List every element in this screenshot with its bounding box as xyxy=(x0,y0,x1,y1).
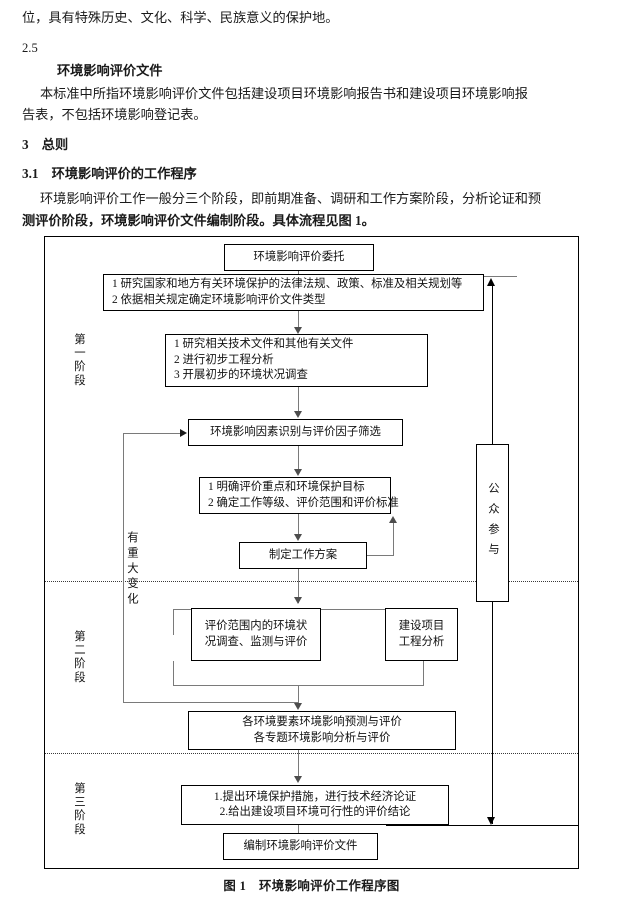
node-line: 各专题环境影响分析与评价 xyxy=(253,731,391,744)
edge-n6-split-line xyxy=(298,569,299,603)
pp-vertical-upper xyxy=(492,284,493,445)
section-body-line-1: 环境影响评价工作一般分三个阶段，即前期准备、调研和工作方案阶段，分析论证和预 xyxy=(40,191,542,206)
edge-n9-n10-line xyxy=(298,750,299,781)
pp-down-arrow xyxy=(487,817,495,825)
node-construction-project-engineering-analysis[interactable]: 建设项目 工程分析 xyxy=(385,608,458,661)
node-line: 工程分析 xyxy=(398,635,445,648)
edge-n2-n3-arrow xyxy=(294,327,302,334)
node-line: 2 确定工作等级、评价范围和评价标准 xyxy=(208,496,399,509)
node-line: 2 进行初步工程分析 xyxy=(174,353,274,366)
node-line: 况调查、监测与评价 xyxy=(204,635,308,648)
edge-n3-n4-arrow xyxy=(294,411,302,418)
edge-n5-n6-arrow xyxy=(294,534,302,541)
clause-number-2-5: 2.5 xyxy=(22,41,38,55)
node-define-focus-level-scope-standards[interactable]: 1 明确评价重点和环境保护目标 2 确定工作等级、评价范围和评价标准 xyxy=(199,477,399,514)
stage-divider-1-2 xyxy=(45,581,578,582)
edge-n2-n3-line xyxy=(298,311,299,329)
edge-merge-left xyxy=(173,661,174,686)
paragraph-intro: 位，具有特殊历史、文化、科学、民族意义的保护地。 xyxy=(22,10,339,25)
edge-feedback-left-vertical xyxy=(123,433,124,703)
stage-label-3: 第三阶段 xyxy=(73,782,85,837)
edge-n6-n5-arrow xyxy=(389,516,397,523)
public-participation-label: 公众参与 xyxy=(487,482,499,564)
node-protection-measures-and-feasibility-conclusion[interactable]: 1.提出环境保护措施，进行技术经济论证 2.给出建设项目环境可行性的评价结论 xyxy=(181,785,449,825)
node-line: 环境影响评价委托 xyxy=(253,250,345,263)
node-line: 2.给出建设项目环境可行性的评价结论 xyxy=(219,806,411,818)
node-prepare-assessment-document[interactable]: 编制环境影响评价文件 xyxy=(223,833,378,860)
edge-feedback-left-arrow xyxy=(180,429,187,437)
node-line: 1 研究相关技术文件和其他有关文件 xyxy=(174,338,354,351)
node-line: 2 依据相关规定确定环境影响评价文件类型 xyxy=(112,293,326,306)
node-preliminary-engineering-and-survey[interactable]: 1 研究相关技术文件和其他有关文件 2 进行初步工程分析 3 开展初步的环境状况… xyxy=(165,334,428,387)
node-line: 1 明确评价重点和环境保护目标 xyxy=(208,481,365,493)
edge-merge-arrow xyxy=(294,703,302,710)
edge-n5-n6-line xyxy=(298,514,299,536)
term-body-line-1: 本标准中所指环境影响评价文件包括建设项目环境影响报告书和建设项目环境影响报 xyxy=(40,86,528,101)
section-body-line-2: 测评价阶段，环境影响评价文件编制阶段。具体流程见图 1。 xyxy=(22,213,375,228)
pp-vertical-lower xyxy=(492,602,493,824)
edge-merge-right xyxy=(423,661,424,686)
stage-divider-2-3 xyxy=(45,753,578,754)
node-study-laws-and-determine-document-type[interactable]: 1 研究国家和地方有关环境保护的法律法规、政策、标准及相关规划等 2 依据相关规… xyxy=(103,274,484,311)
term-title: 环境影响评价文件 xyxy=(57,63,163,78)
heading-3-1: 3.1 环境影响评价的工作程序 xyxy=(22,166,197,181)
node-line: 1 研究国家和地方有关环境保护的法律法规、政策、标准及相关规划等 xyxy=(112,278,463,290)
public-participation-box[interactable]: 公众参与 xyxy=(476,444,509,602)
node-line: 3 开展初步的环境状况调查 xyxy=(174,369,308,382)
edge-n6-n5-vertical xyxy=(393,523,394,556)
edge-n6-split-arrow xyxy=(294,597,302,604)
node-line: 评价范围内的环境状 xyxy=(204,620,308,632)
edge-n6-n5-horizontal xyxy=(367,555,394,556)
heading-3: 3 总则 xyxy=(22,137,69,152)
stage-label-2: 第二阶段 xyxy=(73,630,85,685)
node-impact-prediction-and-special-topic-analysis[interactable]: 各环境要素环境影响预测与评价 各专题环境影响分析与评价 xyxy=(188,711,456,750)
node-line: 编制环境影响评价文件 xyxy=(243,839,358,852)
edge-feedback-left-bottom xyxy=(123,702,299,703)
stage-label-1: 第一阶段 xyxy=(73,333,85,388)
node-line: 建设项目 xyxy=(398,620,445,632)
edge-n4-n5-arrow xyxy=(294,469,302,476)
node-impact-factor-identification-and-screening[interactable]: 环境影响因素识别与评价因子筛选 xyxy=(188,419,403,446)
node-line: 各环境要素环境影响预测与评价 xyxy=(242,716,402,728)
pp-up-arrow xyxy=(487,278,495,286)
edge-feedback-left-top xyxy=(123,433,181,434)
edge-merge-down xyxy=(298,685,299,707)
node-environmental-status-survey-monitoring-evaluation[interactable]: 评价范围内的环境状 况调查、监测与评价 xyxy=(191,608,321,661)
node-develop-work-plan[interactable]: 制定工作方案 xyxy=(239,542,367,569)
edge-n9-n10-arrow xyxy=(294,776,302,783)
edge-n3-n4-line xyxy=(298,387,299,413)
node-environmental-assessment-commission[interactable]: 环境影响评价委托 xyxy=(224,244,374,271)
node-line: 1.提出环境保护措施，进行技术经济论证 xyxy=(213,790,417,803)
flowchart-figure: 第一阶段 第二阶段 第三阶段 有重大变化 环境影响评价委托 1 研究国家和地方有… xyxy=(44,236,579,869)
term-body-line-2: 告表，不包括环境影响登记表。 xyxy=(22,107,207,122)
pp-bottom-horizontal xyxy=(386,825,578,826)
node-line: 制定工作方案 xyxy=(268,548,338,561)
node-line: 环境影响因素识别与评价因子筛选 xyxy=(210,425,381,438)
feedback-label-major-change: 有重大变化 xyxy=(126,531,138,608)
edge-split-left xyxy=(173,609,174,635)
figure-caption: 图 1 环境影响评价工作程序图 xyxy=(223,879,400,893)
edge-n4-n5-line xyxy=(298,446,299,471)
